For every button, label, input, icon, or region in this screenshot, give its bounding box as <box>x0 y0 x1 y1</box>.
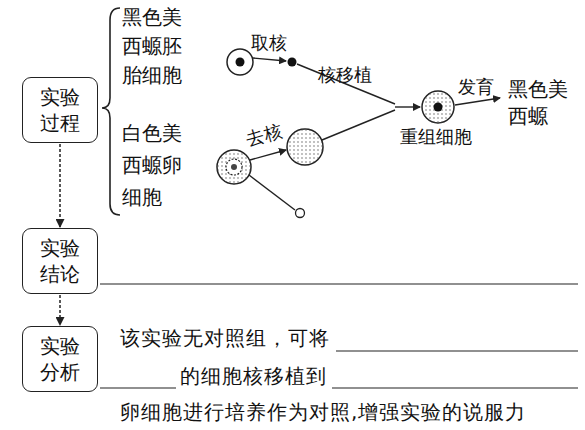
step-label: 取核 <box>251 32 287 54</box>
cell-label: 黑色美西螈胚胎细胞 <box>122 3 183 90</box>
analysis-text: 的细胞核移植到 <box>180 364 327 388</box>
flow-arrow <box>59 295 61 325</box>
transfer-line <box>297 64 395 104</box>
stage-title: 实验分析 <box>39 333 81 385</box>
stage-title: 实验过程 <box>39 84 81 136</box>
blank-line <box>100 283 578 284</box>
enucleated-egg <box>287 129 323 165</box>
egg-cell <box>217 150 251 184</box>
cell-label: 白色美西螈卵细胞 <box>122 117 183 213</box>
blank-line <box>100 387 176 388</box>
transfer-line <box>322 110 395 140</box>
remove-nucleus-arrow <box>250 150 286 160</box>
brace <box>102 8 120 215</box>
develop-arrow <box>455 98 500 105</box>
analysis-text: 卵细胞进行培养作为对照,增强实验的说服力 <box>120 400 526 424</box>
removed-nucleus <box>296 209 305 218</box>
result-label: 黑色美西螈 <box>508 76 569 130</box>
step-label: 去核 <box>244 119 285 150</box>
blank-line <box>336 350 578 351</box>
flow-arrow <box>59 144 61 227</box>
stage-box: 实验过程 <box>22 77 98 143</box>
blank-line <box>332 387 578 388</box>
step-label: 发育 <box>458 76 494 98</box>
transfer-arrow <box>395 106 420 107</box>
embryo-cell <box>227 49 253 75</box>
stage-box: 实验分析 <box>22 326 98 392</box>
reconstructed-cell <box>422 91 454 123</box>
stage-box: 实验结论 <box>22 228 98 294</box>
stage-title: 实验结论 <box>39 235 81 287</box>
nucleus-out-line <box>249 175 295 210</box>
cell-label: 重组细胞 <box>400 126 472 148</box>
step-label: 核移植 <box>318 64 372 86</box>
take-nucleus-arrow <box>253 58 286 61</box>
analysis-text: 该实验无对照组，可将 <box>120 326 330 350</box>
nucleus <box>288 58 297 67</box>
